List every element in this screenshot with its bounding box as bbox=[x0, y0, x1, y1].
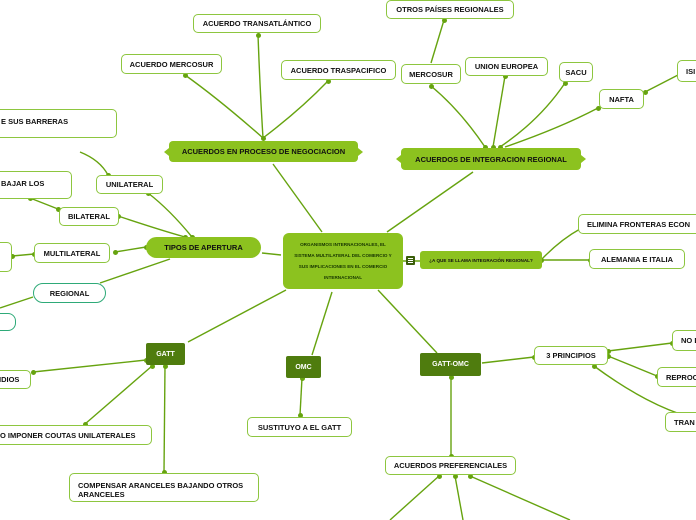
connector-dot bbox=[255, 32, 261, 38]
connector-dot bbox=[595, 105, 601, 111]
tres-principios-node[interactable]: 3 PRINCIPIOS bbox=[534, 346, 608, 365]
connector-dot bbox=[467, 473, 473, 479]
connector-dot bbox=[591, 363, 597, 369]
isi-node[interactable]: ISI bbox=[677, 60, 696, 82]
gatt-idios-node[interactable]: IDIOS bbox=[0, 370, 31, 389]
acuerdos-negociacion-node[interactable]: ACUERDOS EN PROCESO DE NEGOCIACION bbox=[169, 141, 358, 162]
unilateral-node[interactable]: UNILATERAL bbox=[96, 175, 163, 194]
connector-dot bbox=[436, 473, 442, 479]
acuerdos-integracion-node[interactable]: ACUERDOS DE INTEGRACION REGIONAL bbox=[401, 148, 581, 170]
sustituyo-gatt-node[interactable]: SUSTITUYO A EL GATT bbox=[247, 417, 352, 437]
gatt-omc-node[interactable]: GATT-OMC bbox=[420, 353, 481, 376]
otros-paises-regionales-node[interactable]: OTROS PAÍSES REGIONALES bbox=[386, 0, 514, 19]
connector-dot bbox=[497, 144, 503, 150]
regional-node[interactable]: REGIONAL bbox=[33, 283, 106, 303]
connector-dot bbox=[182, 72, 188, 78]
acuerdo-transatlantico-node[interactable]: ACUERDO TRANSATLÁNTICO bbox=[193, 14, 321, 33]
gatt-node[interactable]: GATT bbox=[146, 343, 185, 365]
multilateral-detail-node[interactable] bbox=[0, 242, 12, 272]
connector-dot bbox=[149, 363, 155, 369]
principio-no-d-node[interactable]: NO D bbox=[672, 330, 696, 351]
connector-dot bbox=[562, 80, 568, 86]
acuerdo-mercosur-node[interactable]: ACUERDO MERCOSUR bbox=[121, 54, 222, 74]
collapse-left-icon[interactable] bbox=[164, 148, 169, 156]
que-se-llama-node[interactable]: ¿A QUE SE LLAMA INTEGRACIÓN REGIONAL? bbox=[420, 251, 542, 269]
connector-dot bbox=[605, 353, 611, 359]
gatt-cuotas-node[interactable]: O IMPONER COUTAS UNILATERALES bbox=[0, 425, 152, 445]
connector-dot bbox=[441, 17, 447, 23]
connector-dot bbox=[490, 144, 496, 150]
sacu-node[interactable]: SACU bbox=[559, 62, 593, 82]
connector-dot bbox=[482, 144, 488, 150]
nafta-node[interactable]: NAFTA bbox=[599, 89, 644, 109]
mercosur-node[interactable]: MERCOSUR bbox=[401, 64, 461, 84]
connector-dot bbox=[502, 73, 508, 79]
connector-dot bbox=[448, 374, 454, 380]
union-europea-node[interactable]: UNION EUROPEA bbox=[465, 57, 548, 76]
connector-dot bbox=[605, 348, 611, 354]
regional-detail-node[interactable] bbox=[0, 313, 16, 331]
connector-dot bbox=[112, 249, 118, 255]
elimina-fronteras-node[interactable]: ELIMINA FRONTERAS ECON bbox=[578, 214, 696, 234]
multilateral-node[interactable]: MULTILATERAL bbox=[34, 243, 110, 263]
alemania-italia-node[interactable]: ALEMANIA E ITALIA bbox=[589, 249, 685, 269]
principio-tran-node[interactable]: TRAN bbox=[665, 412, 696, 432]
connector-dot bbox=[428, 83, 434, 89]
connector-dot bbox=[260, 135, 266, 141]
collapse-right-icon[interactable] bbox=[581, 155, 586, 163]
tipos-apertura-node[interactable]: TIPOS DE APERTURA bbox=[146, 237, 261, 258]
bilateral-detail-node[interactable]: BAJAR LOS bbox=[0, 171, 72, 199]
connector-dot bbox=[55, 206, 61, 212]
central-topic[interactable]: ORGANISMOS INTERNACIONALES, EL SISTEMA M… bbox=[283, 233, 403, 289]
connector-dot bbox=[642, 89, 648, 95]
connector-dot bbox=[82, 421, 88, 427]
bilateral-node[interactable]: BILATERAL bbox=[59, 207, 119, 226]
connector-dot bbox=[161, 469, 167, 475]
collapse-left-icon[interactable] bbox=[396, 155, 401, 163]
collapse-right-icon[interactable] bbox=[358, 148, 363, 156]
connector-dot bbox=[325, 78, 331, 84]
connector-dot bbox=[162, 363, 168, 369]
acuerdos-preferenciales-node[interactable]: ACUERDOS PREFERENCIALES bbox=[385, 456, 516, 475]
acuerdo-traspacifico-node[interactable]: ACUERDO TRASPACIFICO bbox=[281, 60, 396, 80]
unilateral-detail-node[interactable]: E SUS BARRERAS bbox=[0, 109, 117, 138]
note-icon[interactable] bbox=[406, 256, 415, 265]
connector-dot bbox=[30, 369, 36, 375]
connector-dot bbox=[9, 253, 15, 259]
connector-dot bbox=[299, 375, 305, 381]
principio-reproc-node[interactable]: REPROC bbox=[657, 367, 696, 387]
connector-dot bbox=[452, 473, 458, 479]
gatt-compensar-node[interactable]: COMPENSAR ARANCELES BAJANDO OTROS ARANCE… bbox=[69, 473, 259, 502]
omc-node[interactable]: OMC bbox=[286, 356, 321, 378]
connector-dot bbox=[297, 412, 303, 418]
